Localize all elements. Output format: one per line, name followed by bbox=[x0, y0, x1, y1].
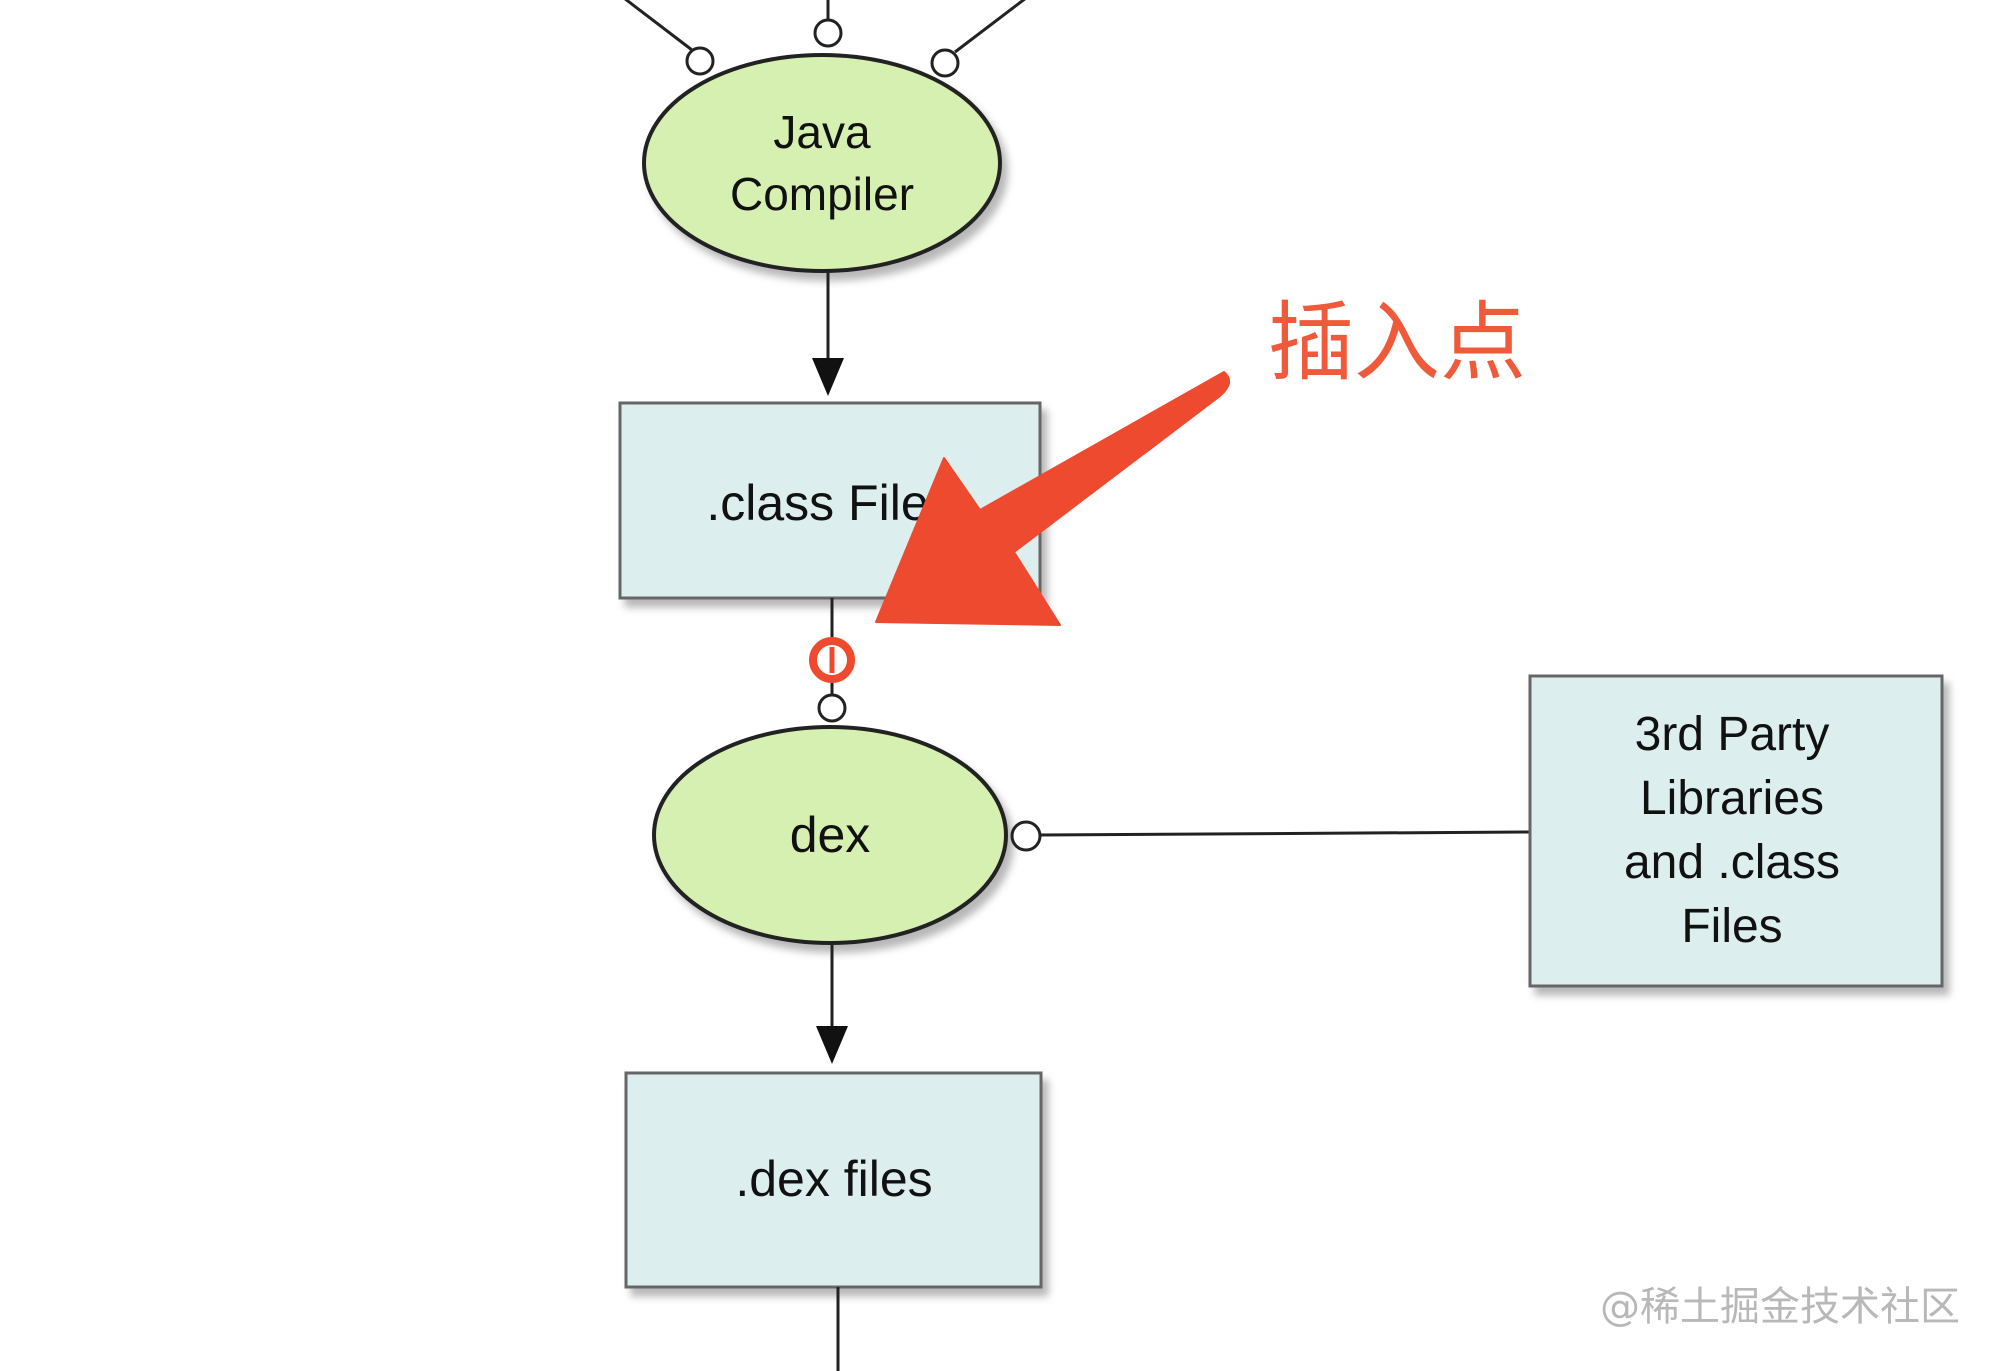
top-connectors bbox=[624, 0, 1026, 54]
connector-circle bbox=[1010, 820, 1042, 852]
connector-thirdparty-to-dex bbox=[1010, 820, 1531, 852]
connector-circle bbox=[817, 693, 847, 723]
dex-files-node: .dex files bbox=[624, 1071, 1043, 1289]
top-connector-circles bbox=[685, 18, 960, 78]
arrow-dex-to-dexfiles bbox=[816, 943, 848, 1064]
third-party-label-line3: and .class bbox=[1624, 836, 1840, 889]
connector-circle bbox=[813, 18, 843, 48]
connector-class-to-dex bbox=[809, 598, 855, 723]
java-compiler-label-line1: Java bbox=[773, 106, 871, 158]
watermark-text: @稀土掘金技术社区 bbox=[1600, 1284, 1960, 1330]
dex-files-label: .dex files bbox=[735, 1151, 932, 1207]
third-party-label-line1: 3rd Party bbox=[1635, 708, 1830, 761]
third-party-label-line2: Libraries bbox=[1640, 772, 1824, 825]
dex-label: dex bbox=[790, 807, 871, 863]
third-party-label-line4: Files bbox=[1681, 900, 1782, 953]
class-files-label: .class Files bbox=[706, 475, 953, 531]
annotation-arrow bbox=[875, 371, 1231, 626]
annotation-label: 插入点 bbox=[1268, 293, 1526, 393]
arrow-compiler-to-class bbox=[812, 272, 844, 396]
java-compiler-node: Java Compiler bbox=[642, 53, 1002, 273]
third-party-node: 3rd Party Libraries and .class Files bbox=[1528, 674, 1944, 988]
connector-circle bbox=[685, 46, 715, 76]
java-compiler-label-line2: Compiler bbox=[730, 168, 914, 220]
dex-node: dex bbox=[652, 725, 1008, 945]
connector-circle bbox=[930, 48, 960, 78]
